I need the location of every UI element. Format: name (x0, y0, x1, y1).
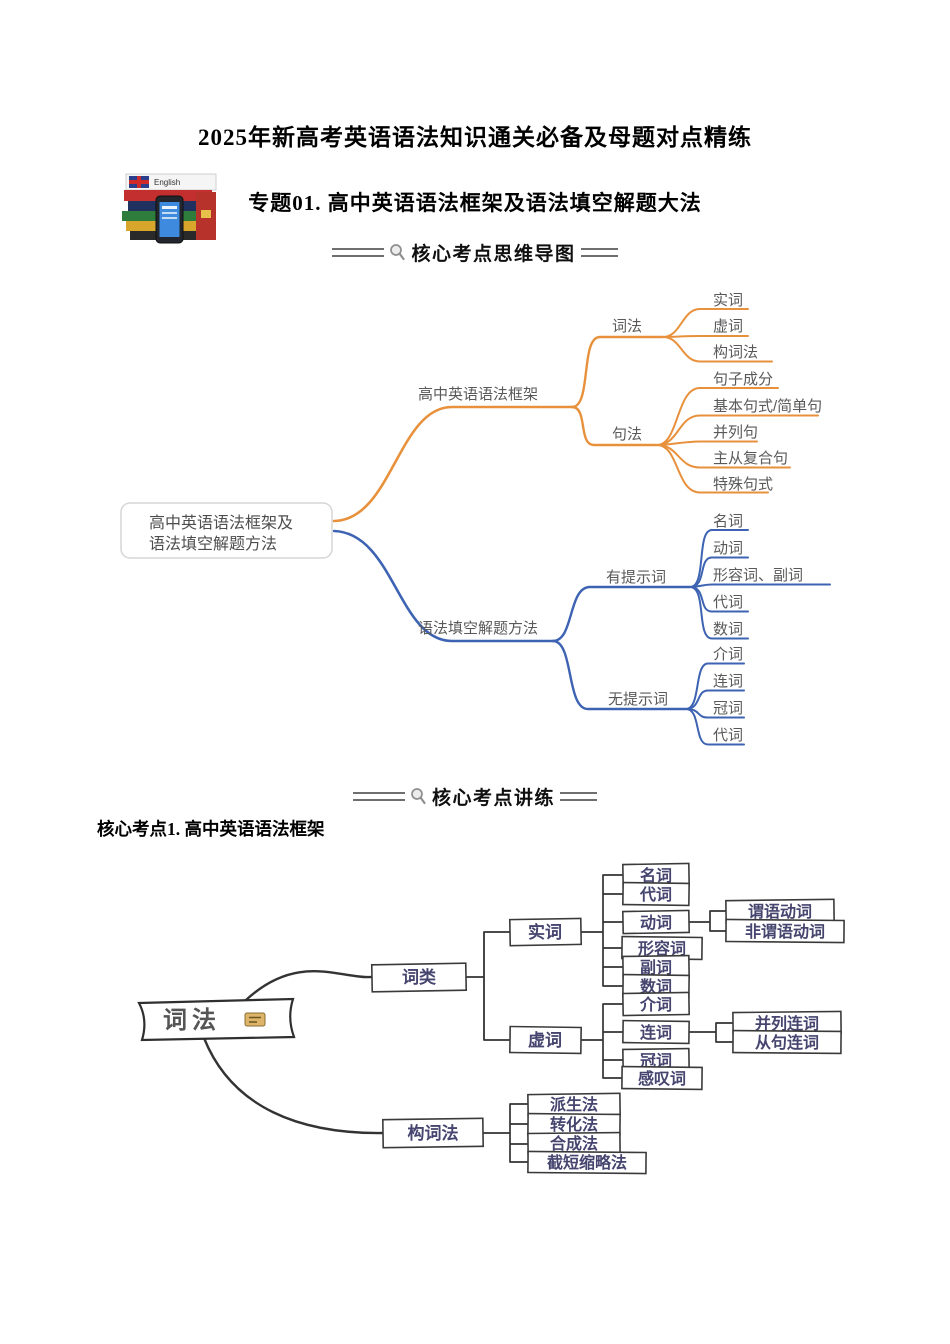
decorative-double-line (560, 792, 597, 801)
fill-method-branch-lines (332, 529, 831, 746)
mindmap-root-label-line2: 语法填空解题方法 (149, 535, 277, 553)
books-image: English (122, 173, 217, 244)
leaf-label: 截短缩略法 (547, 1153, 627, 1172)
leaf-node (725, 918, 845, 944)
mindmap-framework: 词法 词类 构词法 实词 虚词 名词 代词 动词 形容词 副词 数词 谓语动词 … (137, 862, 845, 1175)
book-title-text: English (154, 178, 180, 187)
leaf-node (622, 1019, 690, 1045)
leaf-label: 非谓语动词 (745, 922, 825, 941)
mindmap-leaf-label: 名词 (713, 513, 743, 530)
note-icon (244, 1012, 266, 1027)
leaf-node (621, 1065, 703, 1091)
mindmap-branch-label: 语法填空解题方法 (418, 620, 538, 637)
leaf-label: 名词 (640, 866, 672, 885)
leaf-label: 并列连词 (755, 1014, 819, 1033)
leaf-label: 派生法 (550, 1095, 598, 1114)
page-title: 2025年新高考英语语法知识通关必备及母题对点精练 (198, 125, 752, 150)
mindmap-leaf-label: 冠词 (713, 700, 743, 717)
mindmap-leaf-label: 动词 (713, 540, 743, 557)
leaf-label: 代词 (639, 885, 672, 904)
mindmap-subbranch-label: 无提示词 (608, 691, 668, 708)
mindmap-leaf-label: 虚词 (713, 318, 743, 335)
node-label: 词类 (402, 967, 437, 987)
framework-root-label: 词法 (163, 1007, 221, 1034)
leaf-node (622, 881, 690, 907)
node-content-words (508, 917, 583, 947)
decorative-double-line (352, 792, 405, 801)
leaf-label: 数词 (640, 977, 672, 996)
leaf-label: 动词 (640, 914, 672, 932)
decorative-double-line (332, 248, 385, 257)
mindmap-root-node (120, 502, 333, 559)
key-point-heading: 核心考点1. 高中英语语法框架 (97, 819, 325, 839)
mindmap-subbranch-label: 有提示词 (606, 569, 666, 586)
mindmap-leaf-label: 句子成分 (713, 371, 773, 388)
mindmap-subbranch-label: 词法 (612, 318, 642, 335)
decorative-double-line (580, 248, 618, 257)
section-header-practice: 核心考点讲练 (0, 783, 950, 810)
mindmap-root-label-line1: 高中英语语法框架及 (149, 514, 293, 532)
node-label: 虚词 (528, 1031, 562, 1050)
magnifier-icon (390, 244, 406, 261)
mindmap-branch-label: 高中英语语法框架 (418, 385, 538, 403)
mindmap-leaf-label: 介词 (713, 646, 743, 663)
mindmap-leaf-label: 数词 (713, 621, 743, 638)
magnifier-icon (411, 788, 426, 805)
mindmap-overview: 高中英语语法框架及 语法填空解题方法 高中英语语法框架 词法 句法 实词 虚词 … (120, 292, 831, 746)
leaf-label: 介词 (639, 995, 672, 1014)
section-title: 核心考点思维导图 (411, 244, 576, 265)
framework-root-node (137, 997, 296, 1042)
mindmap-leaf-label: 实词 (713, 292, 743, 309)
framework-connectors (202, 874, 734, 1163)
leaf-label: 从句连词 (755, 1033, 819, 1052)
mindmap-subbranch-label: 句法 (612, 426, 642, 443)
leaf-label: 形容词 (638, 939, 686, 958)
section-title: 核心考点讲练 (431, 788, 555, 809)
leaf-label: 连词 (640, 1023, 672, 1042)
leaf-node (732, 1029, 842, 1055)
mindmap-leaf-label: 连词 (713, 673, 743, 690)
node-word-formation (381, 1117, 485, 1149)
leaf-label: 转化法 (550, 1115, 598, 1134)
leaf-label: 副词 (640, 959, 672, 977)
mindmap-leaf-label: 代词 (713, 727, 743, 744)
leaf-label: 合成法 (550, 1134, 598, 1153)
mindmap-leaf-label: 代词 (713, 594, 743, 611)
node-word-class (370, 962, 468, 993)
mindmap-leaf-label: 形容词、副词 (713, 567, 803, 584)
leaf-label: 感叹词 (638, 1069, 686, 1088)
leaf-node (527, 1150, 647, 1175)
section-header-mindmap: 核心考点思维导图 (0, 239, 950, 266)
mindmap-leaf-label: 特殊句式 (713, 476, 773, 493)
mindmap-leaf-label: 并列句 (713, 424, 758, 441)
mindmap-leaf-label: 基本句式/简单句 (713, 398, 822, 415)
mindmap-leaf-label: 主从复合句 (713, 449, 788, 467)
leaf-node (621, 909, 691, 935)
node-label: 实词 (528, 922, 562, 942)
framework-branch-lines (332, 308, 819, 523)
leaf-label: 谓语动词 (748, 903, 812, 921)
leaf-node (622, 991, 690, 1017)
mindmap-leaf-label: 构词法 (713, 344, 758, 361)
topic-title: 专题01. 高中英语语法框架及语法填空解题大法 (248, 191, 702, 215)
node-function-words (509, 1025, 582, 1055)
node-label: 构词法 (408, 1123, 459, 1143)
leaf-label: 冠词 (640, 1052, 672, 1070)
